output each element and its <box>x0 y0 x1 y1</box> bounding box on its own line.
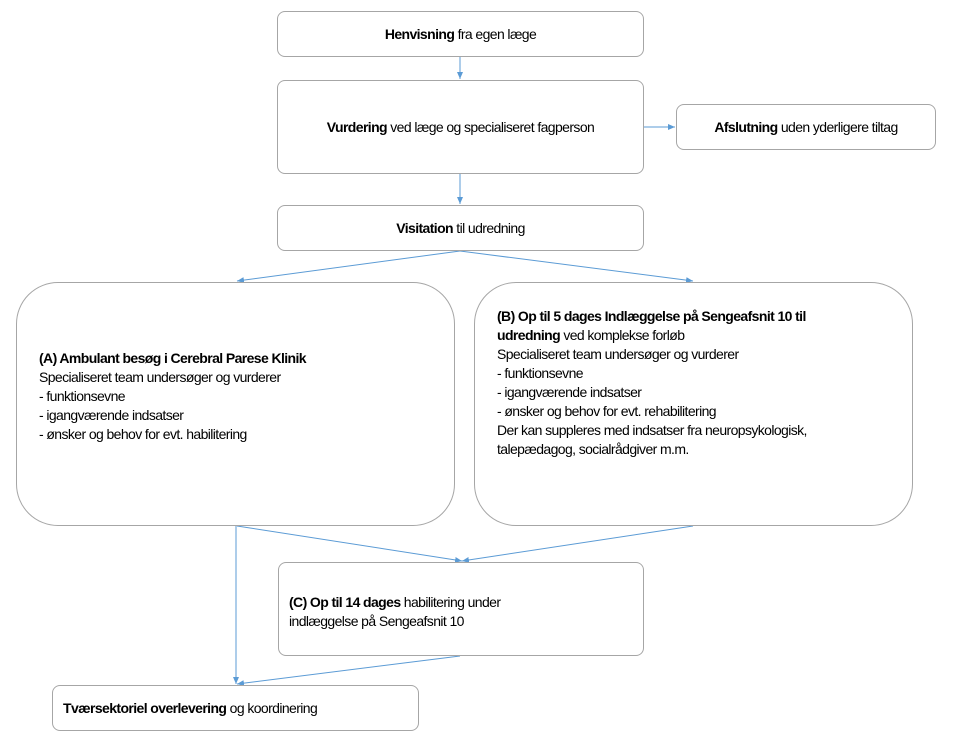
ambulant-content: (A) Ambulant besøg i Cerebral Parese Kli… <box>39 349 307 444</box>
indlaeggelse-box: (B) Op til 5 dages Indlæggelse på Sengea… <box>474 282 913 526</box>
henvisning-text: Henvisning fra egen læge <box>384 25 537 42</box>
overlevering-box: Tværsektoriel overlevering og koordineri… <box>52 685 419 731</box>
arrow-visitation-to-b <box>459 250 694 284</box>
indlaeggelse-title: (B) Op til 5 dages Indlæggelse på Sengea… <box>497 308 806 324</box>
indlaeggelse-line: - igangværende indsatser <box>497 384 642 400</box>
arrow-visitation-to-a <box>236 250 461 284</box>
ambulant-title: (A) Ambulant besøg i Cerebral Parese Kli… <box>39 350 307 366</box>
arrow-a-to-c <box>236 525 463 563</box>
vurdering-text: Vurdering ved læge og specialiseret fagp… <box>326 118 595 135</box>
ambulant-line: Specialiseret team undersøger og vurdere… <box>39 369 281 385</box>
indlaeggelse-line: talepædagog, socialrådgiver m.m. <box>497 441 689 457</box>
ambulant-line: - funktionsevne <box>39 388 126 404</box>
vurdering-box: Vurdering ved læge og specialiseret fagp… <box>277 80 644 174</box>
indlaeggelse-title-cont: udredning ved komplekse forløb <box>497 327 685 343</box>
afslutning-text: Afslutning uden yderligere tiltag <box>714 118 898 135</box>
visitation-box: Visitation til udredning <box>277 205 644 251</box>
ambulant-line: - igangværende indsatser <box>39 407 184 423</box>
indlaeggelse-line: - funktionsevne <box>497 365 584 381</box>
indlaeggelse-line: Der kan suppleres med indsatser fra neur… <box>497 422 807 438</box>
habilitering-line-2: indlæggelse på Sengeafsnit 10 <box>289 613 464 629</box>
indlaeggelse-content: (B) Op til 5 dages Indlæggelse på Sengea… <box>497 307 807 459</box>
arrow-b-to-c <box>461 525 694 563</box>
henvisning-box: Henvisning fra egen læge <box>277 11 644 57</box>
habilitering-box: (C) Op til 14 dages habilitering under i… <box>278 562 644 656</box>
afslutning-box: Afslutning uden yderligere tiltag <box>676 104 936 150</box>
habilitering-content: (C) Op til 14 dages habilitering under i… <box>289 593 501 631</box>
ambulant-line: - ønsker og behov for evt. habilitering <box>39 426 247 442</box>
visitation-text: Visitation til udredning <box>396 219 525 236</box>
habilitering-line-1: (C) Op til 14 dages habilitering under <box>289 594 501 610</box>
ambulant-box: (A) Ambulant besøg i Cerebral Parese Kli… <box>16 282 455 526</box>
arrow-c-to-d <box>236 655 461 687</box>
overlevering-text: Tværsektoriel overlevering og koordineri… <box>63 699 318 716</box>
indlaeggelse-line: - ønsker og behov for evt. rehabiliterin… <box>497 403 717 419</box>
indlaeggelse-line: Specialiseret team undersøger og vurdere… <box>497 346 739 362</box>
